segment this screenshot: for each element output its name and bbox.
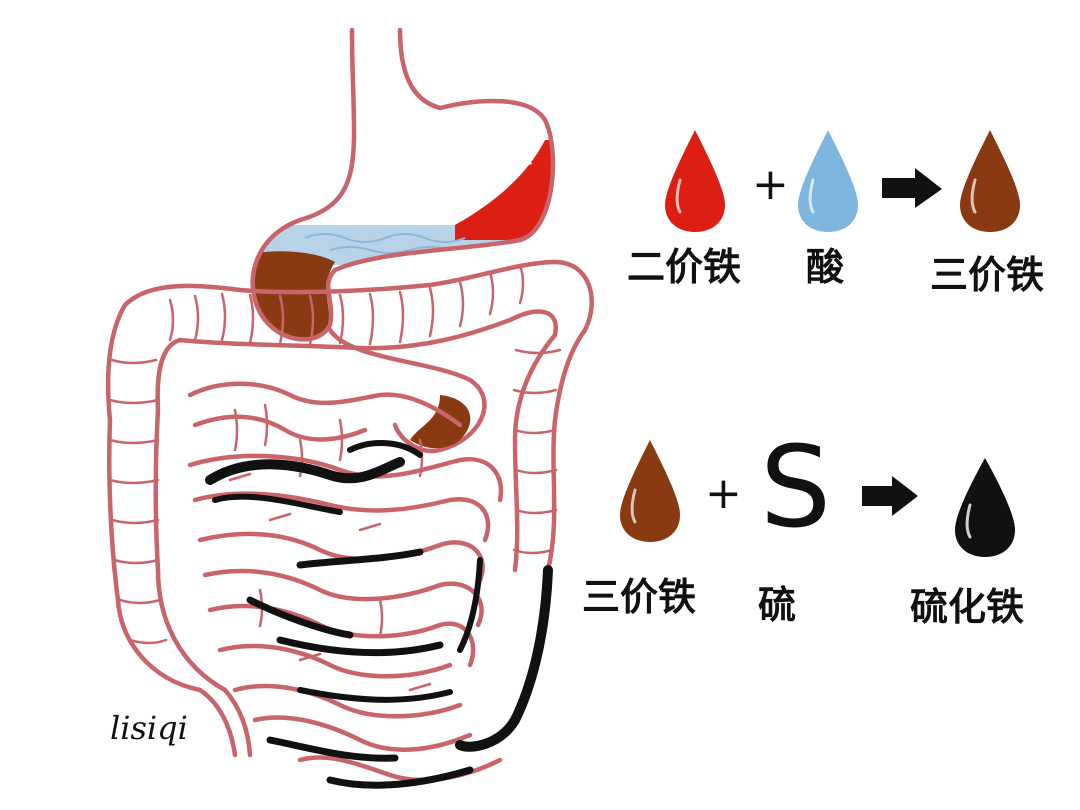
stomach-ferric-contents: [252, 251, 335, 340]
blood-spurt-highlight: [510, 136, 532, 166]
artist-signature: lisiqi: [110, 709, 188, 747]
plus-operator: +: [752, 159, 789, 210]
label-acid: 酸: [806, 245, 845, 289]
brown-drop-icon: [960, 130, 1020, 232]
reaction-1: [665, 130, 1020, 232]
plus-operator: +: [705, 468, 742, 519]
sulfur-letter: S: [760, 423, 832, 553]
brown-drop-icon: [620, 440, 680, 542]
right-arrow-icon: [862, 476, 918, 516]
label-ferric-iron: 三价铁: [582, 575, 697, 619]
label-ferric-iron: 三价铁: [930, 253, 1045, 297]
label-sulfur: 硫: [758, 583, 797, 627]
bleeding-region: [455, 140, 553, 240]
large-intestine: [105, 259, 594, 758]
blue-drop-icon: [798, 130, 858, 232]
label-ferrous-iron: 二价铁: [627, 245, 742, 289]
red-drop-icon: [665, 130, 725, 232]
stomach: [250, 27, 556, 342]
reaction-2: [620, 440, 1015, 557]
iron-sulfide-deposits: [205, 440, 553, 789]
label-iron-sulfide: 硫化铁: [910, 585, 1025, 629]
right-arrow-icon: [882, 168, 942, 208]
duodenum-ferric-contents: [410, 395, 471, 449]
black-drop-icon: [955, 458, 1015, 557]
